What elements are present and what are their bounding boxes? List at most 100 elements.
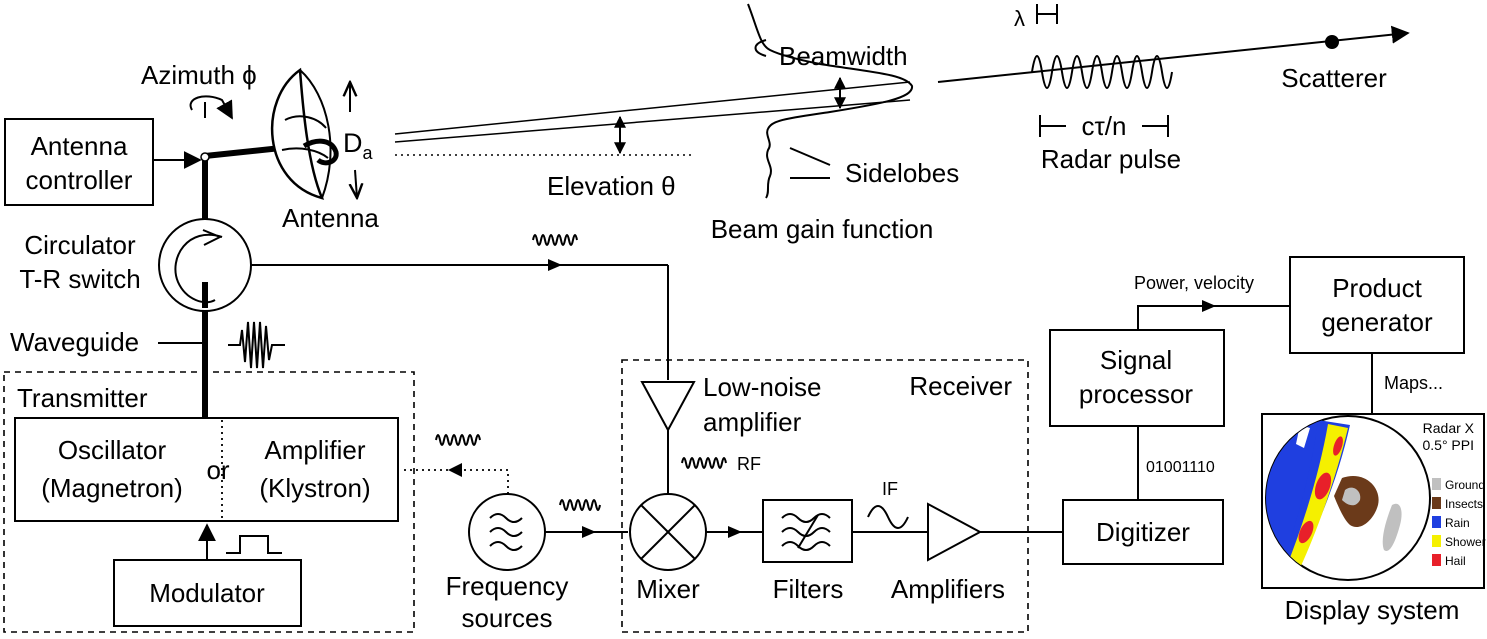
legend-swatch-ground [1432,478,1441,490]
filter-tilde-1 [781,513,831,523]
antenna-controller-label-2: controller [26,165,133,195]
freq-tilde-1 [489,513,523,523]
filters-label: Filters [773,574,844,604]
azimuth-group: Azimuth ϕ [141,60,257,120]
beam-gain-curve [747,3,913,199]
sidelobe-top [754,39,767,57]
azimuth-rotation-arrow [189,95,233,120]
radar-pulse-wave [1031,55,1173,89]
legend-swatch-insects [1432,497,1441,509]
processor-to-generator-arrowhead [1202,300,1216,312]
sidelobes-label: Sidelobes [845,158,959,188]
echo-ground-east [1382,503,1402,551]
product-generator-label-2: generator [1321,307,1433,337]
echo-hail-3 [1298,520,1314,544]
lna-triangle [640,381,696,433]
antenna-dish [270,67,339,200]
mixer-label: Mixer [636,574,700,604]
amplifier-label-1: Amplifier [264,435,365,465]
digitizer-label: Digitizer [1096,517,1190,547]
elevation-label: Elevation θ [547,171,676,201]
filter-slash [797,514,819,549]
legend-swatch-rain [1432,516,1441,528]
signal-processor-label-1: Signal [1100,345,1172,375]
legend-label-rain: Rain [1445,516,1470,530]
if-label: IF [882,479,898,499]
product-generator-label-1: Product [1332,273,1422,303]
legend-label-hail: Hail [1445,554,1466,568]
antenna-controller-label-1: Antenna [31,131,128,161]
legend-swatch-shower [1432,535,1441,547]
maps-label: Maps... [1384,373,1443,393]
amplifiers-triangle [927,502,983,562]
radar-x-label: Radar X [1423,420,1475,436]
legend-label-shower: Shower [1445,535,1486,549]
freq-to-transmitter-arrowhead [448,463,462,477]
receiver-label: Receiver [909,371,1012,401]
freq-tilde-3 [489,541,523,551]
echo-hail-1 [1333,436,1343,456]
freq-to-mixer-arrowhead [582,526,596,538]
scatterer-label: Scatterer [1281,63,1387,93]
mixer-to-filter-arrowhead [728,526,742,538]
rx-echo-wave [532,234,578,246]
transmitter-label: Transmitter [17,383,148,413]
legend-swatch-hail [1432,554,1441,566]
signal-processor-box [1049,329,1225,427]
modulator-label: Modulator [149,578,265,608]
beam-lower-edge [394,99,911,143]
frequency-label-1: Frequency [446,571,569,601]
ctau-label: cτ/n [1082,111,1127,141]
oscillator-label-1: Oscillator [58,435,167,465]
rf-wave [681,457,727,469]
power-velocity-label: Power, velocity [1134,273,1254,293]
circulator-label-2: T-R switch [19,264,140,294]
echo-ground-center [1342,487,1361,506]
amplifiers-label: Amplifiers [891,574,1005,604]
lo-wave-lower [559,499,601,511]
azimuth-label: Azimuth ϕ [141,60,257,90]
receiver-enclosure [621,359,1029,633]
antenna-controller: Antenna controller [4,118,202,206]
antenna-label: Antenna [282,203,379,233]
beamwidth-label: Beamwidth [779,41,908,71]
transmit-pulse-wave [228,321,285,369]
beam-upper-edge [394,81,911,135]
echo-hail-2 [1314,472,1332,500]
pivot-joint [200,152,210,162]
scatterer-dot [1325,35,1339,49]
display-system-label: Display system [1285,595,1460,625]
lambda-label: λ [1014,6,1025,31]
circulator [158,218,252,312]
amplifier-label-2: (Klystron) [259,473,370,503]
beam-gain-label: Beam gain function [711,214,934,244]
filter-tilde-3 [781,541,831,551]
rf-label: RF [737,454,761,474]
ppi-label: 0.5° PPI [1422,437,1474,453]
processor-to-generator-line [1137,305,1290,330]
legend-label-ground: Ground [1445,478,1485,492]
transmitter-enclosure [3,371,415,633]
freq-tilde-2 [489,527,523,537]
circulator-label-1: Circulator [24,230,136,260]
lo-wave-upper [435,434,481,446]
lna-label-2: amplifier [703,407,802,437]
lna-label-1: Low-noise [703,372,822,402]
freq-to-transmitter-line [400,469,509,500]
product-generator-box [1289,256,1465,354]
signal-processor-label-2: processor [1079,379,1193,409]
if-wave [867,505,909,529]
frequency-label-2: sources [461,603,552,633]
circulator-to-lna-arrowhead [548,259,562,271]
da-arrow-down [355,169,357,198]
radar-pulse-label: Radar pulse [1041,144,1181,174]
oscillator-label-2: (Magnetron) [41,473,183,503]
sidelobe-pointer-1 [789,147,831,166]
or-label: or [206,455,229,485]
digitizer-box [1062,499,1224,565]
modulator-pulse [226,535,282,554]
antenna-controller-box [4,118,154,206]
